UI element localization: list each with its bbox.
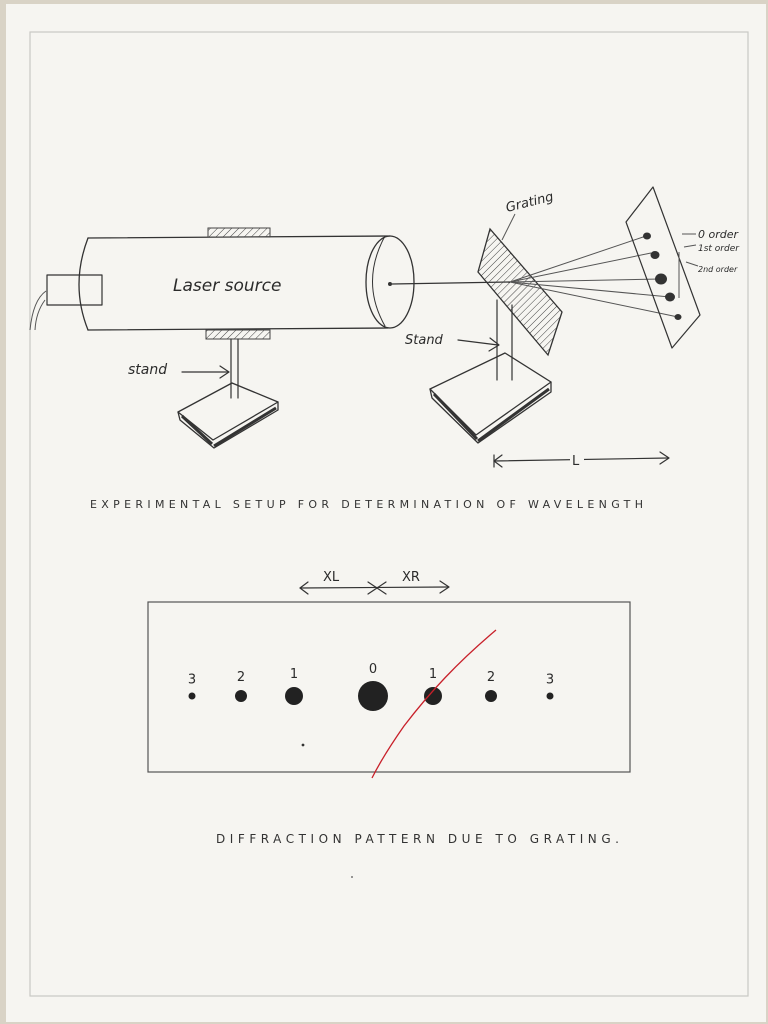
spot-order-label: 2: [487, 670, 495, 685]
stand-label-left: stand: [128, 362, 167, 378]
xl-label: XL: [323, 570, 340, 585]
xl-xr-arrows: [299, 580, 450, 595]
spot-order-label: 1: [429, 667, 437, 682]
diffraction-spot: [424, 687, 442, 705]
diffraction-spot: [546, 692, 554, 700]
spot-order-label: 1: [290, 667, 298, 682]
grating-label-leader: [501, 213, 516, 241]
xr-label: XR: [402, 570, 420, 585]
diffraction-spot: [235, 690, 247, 702]
page-border: [29, 31, 749, 997]
spot-order-label: 3: [188, 673, 196, 688]
laser-source: [29, 227, 415, 340]
stray-dot: [301, 743, 305, 747]
spot-order-label: 2: [237, 670, 245, 685]
diffracted-rays: [509, 235, 679, 318]
screen-order-arrows: [678, 233, 699, 298]
pattern-caption: DIFFRACTION PATTERN DUE TO GRATING.: [216, 832, 622, 846]
setup-caption: EXPERIMENTAL SETUP FOR DETERMINATION OF …: [90, 498, 646, 511]
laser-label: Laser source: [173, 276, 281, 296]
spot-order-label: 3: [546, 673, 554, 688]
diffraction-spot: [485, 690, 497, 702]
screen: [625, 186, 701, 349]
spot-order-label: 0: [369, 662, 377, 677]
stand-left: [177, 338, 279, 449]
stand-right-arrow: [457, 337, 500, 352]
order-label-0: 0 order: [698, 228, 739, 241]
stand-right: [429, 299, 552, 444]
order-label-2: 2nd order: [698, 265, 738, 274]
stand-left-arrow: [181, 365, 230, 379]
diffraction-spot: [358, 681, 388, 711]
stand-label-right: Stand: [405, 333, 444, 348]
stray-dot-2: [351, 876, 353, 878]
paper: [6, 4, 766, 1022]
pattern-screen: [147, 601, 631, 773]
distance-label: L: [572, 454, 580, 469]
red-curve: [371, 629, 497, 779]
pattern-spots: 3 2 1 0 1 2 3: [188, 662, 554, 711]
diffraction-spot: [188, 692, 196, 700]
diffraction-spot: [285, 687, 303, 705]
order-label-1: 1st order: [698, 244, 740, 254]
